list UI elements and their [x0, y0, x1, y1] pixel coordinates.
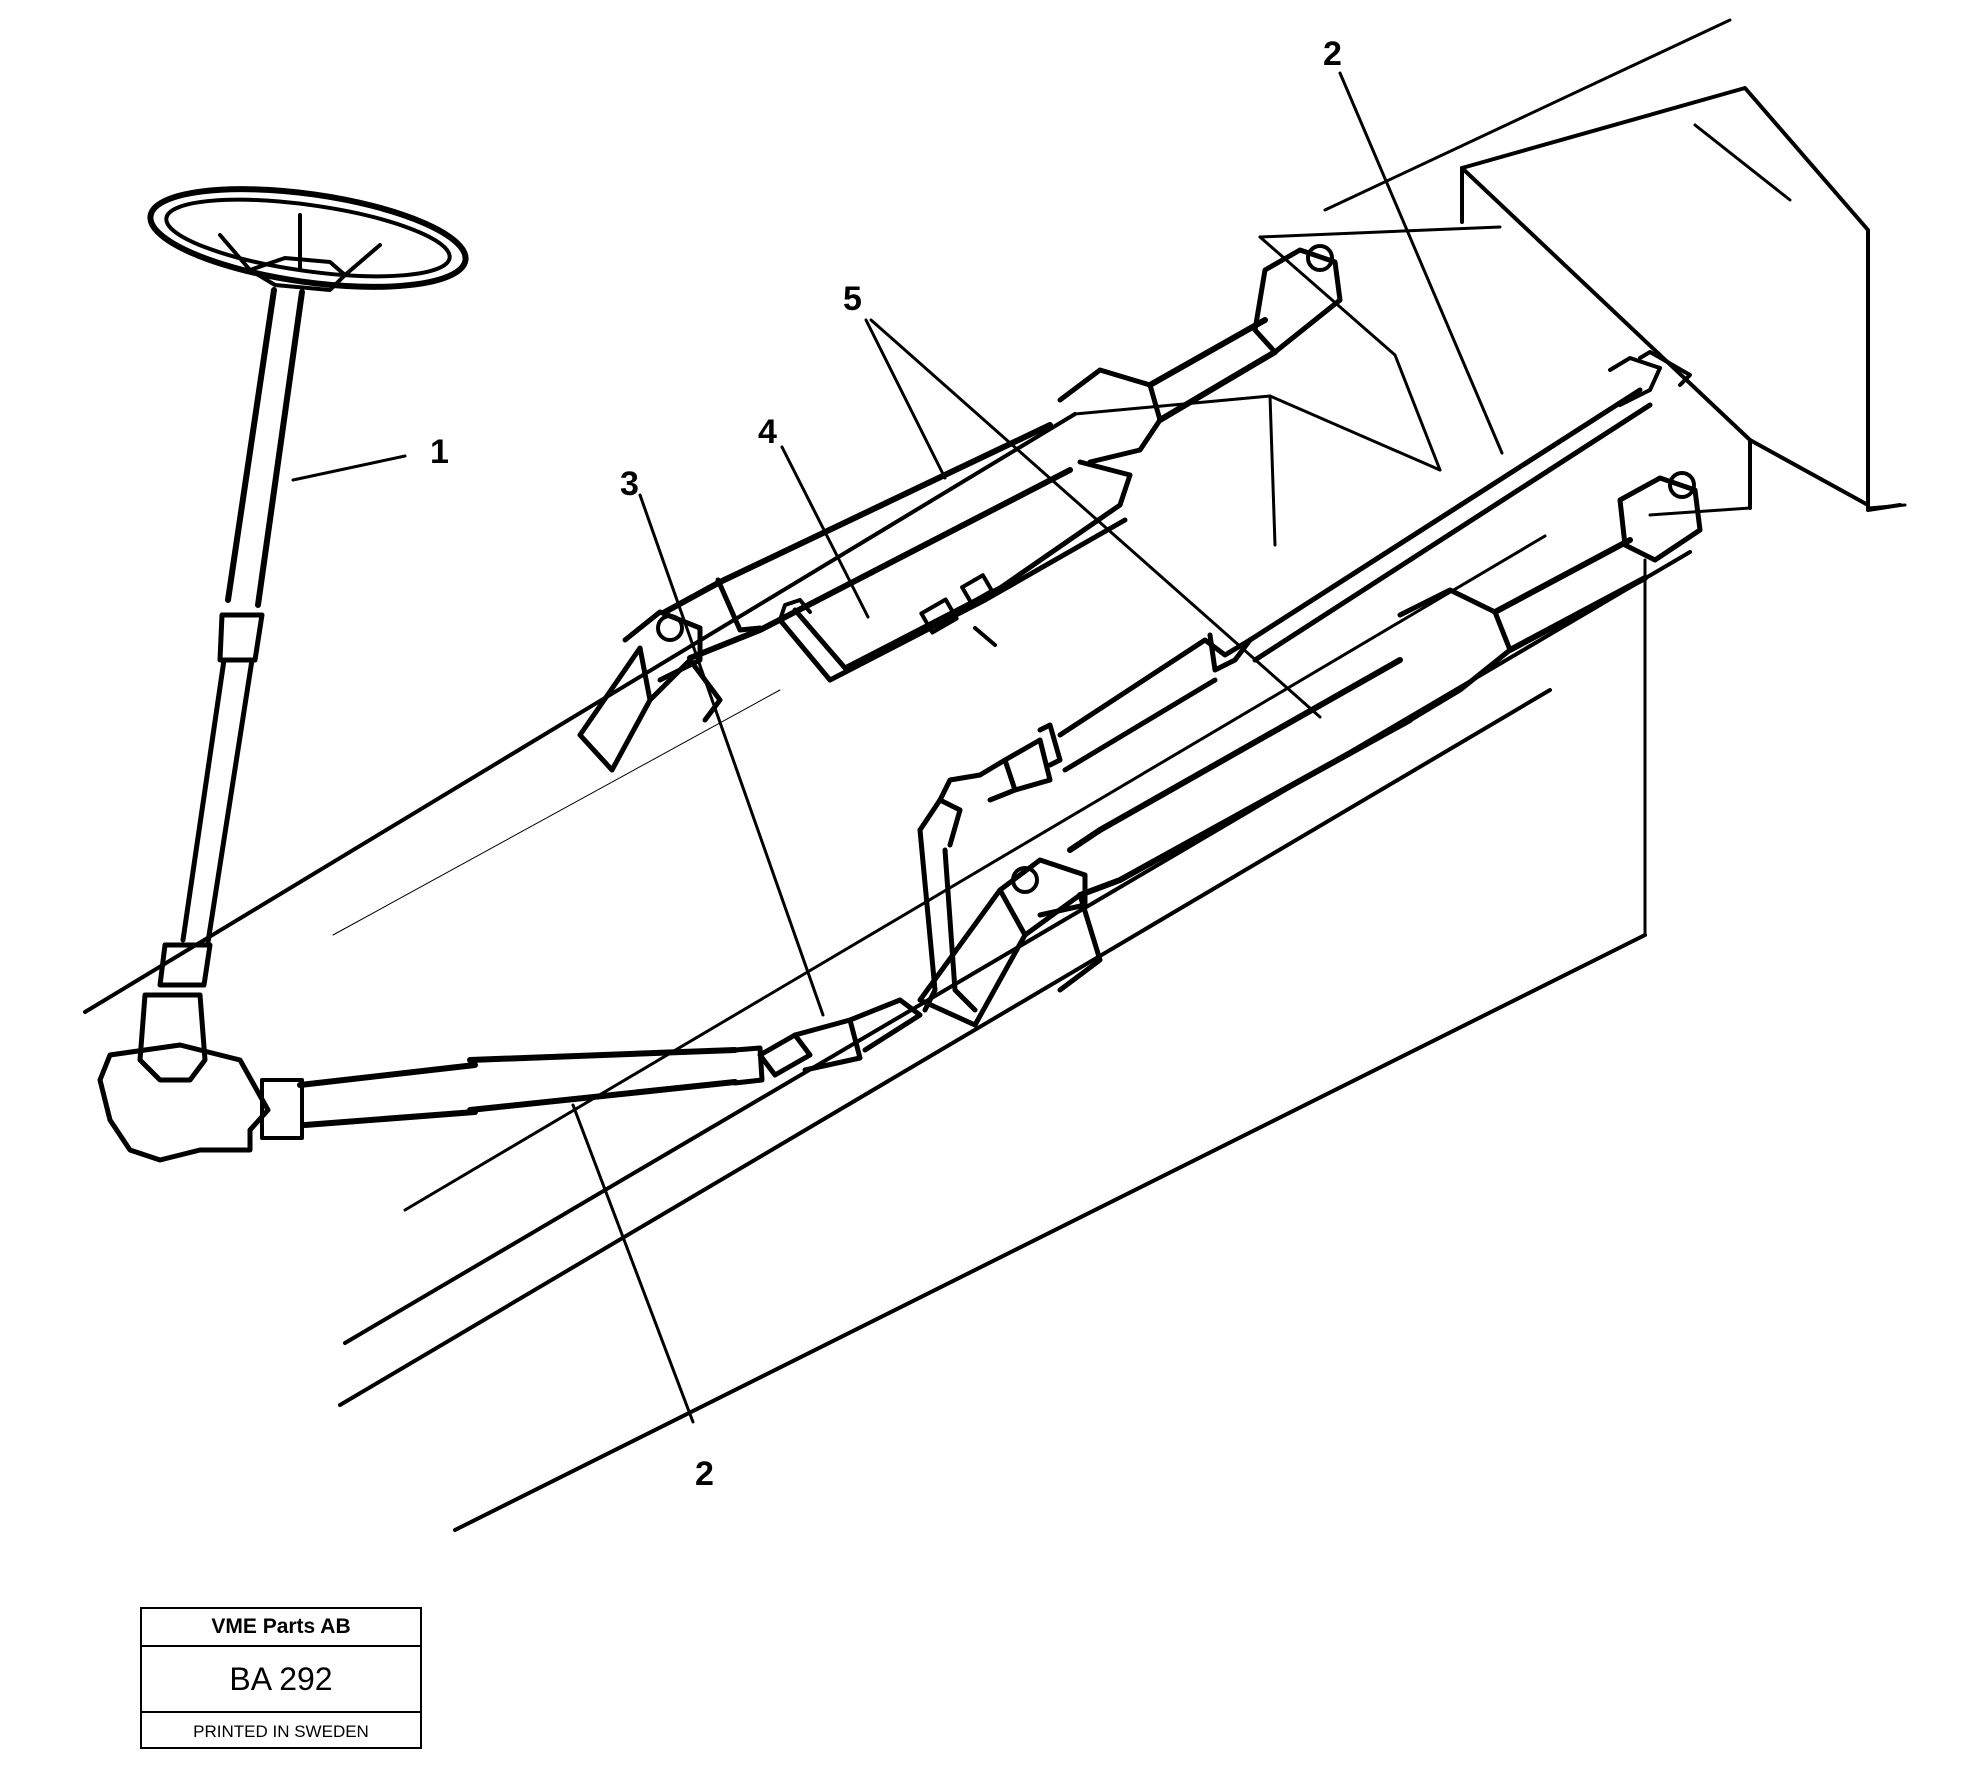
title-block-code: BA 292: [142, 1647, 420, 1713]
callout-2-bottom: 2: [695, 1455, 714, 1493]
callouts: 1 2 2 3 4 5: [430, 35, 1342, 1493]
leader-2b: [571, 1103, 695, 1424]
leader-4: [780, 445, 870, 619]
cylinder-left: [577, 244, 1343, 773]
body-panel: [1323, 18, 1907, 512]
steering-gear: [97, 992, 304, 1163]
pipe: [777, 459, 1133, 683]
leader-5a: [864, 318, 947, 480]
leader-3: [638, 493, 825, 1017]
cylinder-right: [917, 471, 1703, 1028]
drag-link: [917, 350, 1692, 1013]
callout-5: 5: [843, 280, 862, 318]
leader-2a: [1338, 71, 1504, 455]
title-block-printed: PRINTED IN SWEDEN: [193, 1722, 369, 1741]
title-block: VME Parts AB BA 292 PRINTED IN SWEDEN: [140, 1607, 422, 1749]
callout-3: 3: [620, 465, 639, 503]
steering-shaft: [297, 997, 923, 1128]
callout-4: 4: [758, 413, 777, 451]
steering-wheel: [147, 186, 469, 292]
leader-lines: [291, 71, 1504, 1424]
title-block-company: VME Parts AB: [142, 1609, 420, 1647]
callout-1: 1: [430, 433, 449, 471]
leader-1: [291, 454, 407, 482]
leader-5b: [869, 318, 1322, 719]
steering-column: [157, 287, 305, 988]
callout-2-top: 2: [1323, 35, 1342, 73]
